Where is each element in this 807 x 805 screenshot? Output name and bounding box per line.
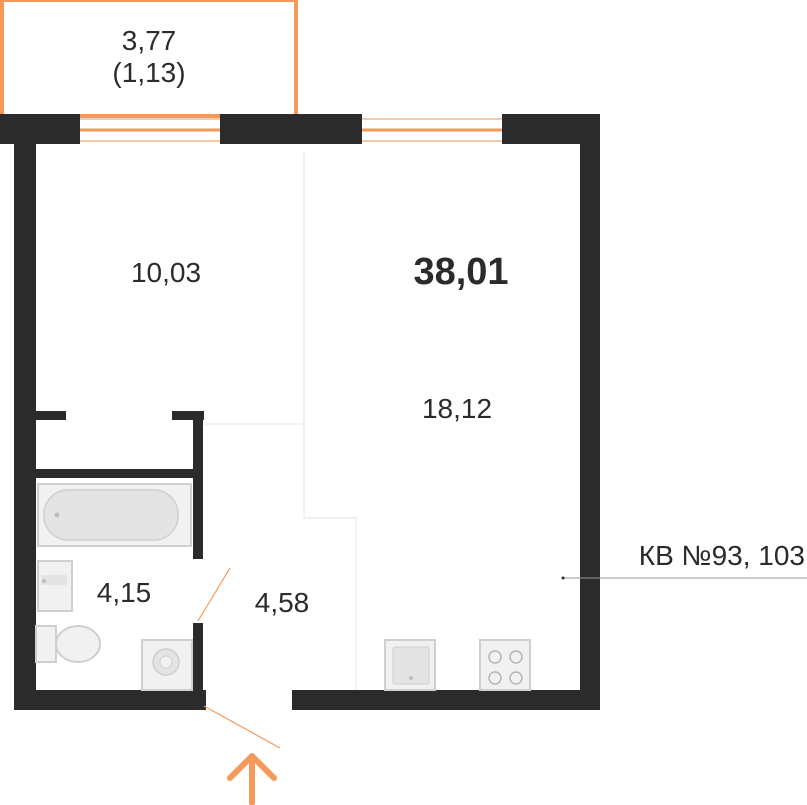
balcony-coefficient: (1,13) <box>112 57 185 88</box>
window-living <box>362 118 502 142</box>
bathtub <box>37 483 192 547</box>
balcony: 3,77 (1,13) <box>0 0 298 118</box>
doors <box>197 567 281 749</box>
walls <box>0 114 600 710</box>
entrance-door <box>203 705 281 749</box>
total-area: 38,01 <box>413 251 508 293</box>
room-area-hall: 4,58 <box>255 587 310 618</box>
zone-lines <box>204 150 357 690</box>
balcony-outline <box>0 0 298 118</box>
apartment-number: КВ №93, 103 <box>639 540 805 571</box>
stove <box>479 639 531 691</box>
kitchen-sink <box>384 639 436 691</box>
room-area-living: 18,12 <box>422 393 492 424</box>
room-area-bathroom: 4,15 <box>97 577 152 608</box>
bathroom-door <box>197 567 231 622</box>
sink <box>37 560 73 612</box>
room-area-bedroom: 10,03 <box>131 257 201 288</box>
window-bedroom <box>80 118 220 142</box>
washing-machine <box>141 639 193 691</box>
entrance-arrow-icon <box>227 753 277 805</box>
toilet <box>35 625 101 663</box>
apartment-label: КВ №93, 103 <box>561 540 807 580</box>
balcony-area: 3,77 <box>122 25 177 56</box>
